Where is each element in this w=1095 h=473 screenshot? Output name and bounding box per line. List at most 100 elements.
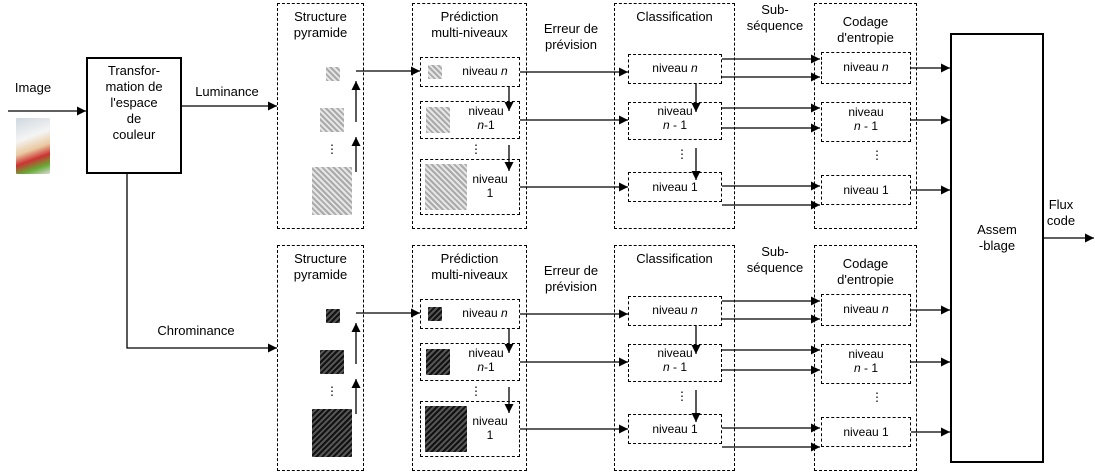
luma-subseq-label-line-0: Sub- bbox=[761, 2, 789, 17]
chroma-pred-thumb-1 bbox=[425, 406, 467, 452]
chroma-pyramid-title-line-1: pyramide bbox=[293, 267, 348, 282]
luma-coding-box bbox=[814, 3, 917, 229]
chroma-classification-title-line-0: Classification bbox=[636, 251, 713, 266]
assembly-label: Assem-blage bbox=[950, 222, 1044, 254]
chroma-class-level-n1 bbox=[628, 344, 722, 382]
chroma-subseq-label: Sub-séquence bbox=[734, 244, 816, 276]
luma-classification-title-line-0: Classification bbox=[636, 9, 713, 24]
chroma-code-level-1 bbox=[821, 417, 911, 447]
chroma-coding-box bbox=[814, 245, 917, 471]
luma-prediction-title-line-0: Prédiction bbox=[440, 9, 499, 24]
output-label-line-1: code bbox=[1046, 213, 1076, 228]
luma-pred-label-n: niveau n bbox=[462, 64, 508, 78]
luma-code-label-1: niveau 1 bbox=[843, 183, 889, 197]
luma-classification-title: Classification bbox=[614, 9, 735, 25]
chroma-code-ellipsis: ⋮ bbox=[871, 390, 883, 404]
luma-pred-level-n bbox=[420, 57, 520, 87]
chroma-coding-title-line-1: d'entropie bbox=[837, 272, 894, 287]
chroma-subseq-label-line-0: Sub- bbox=[761, 244, 789, 259]
luma-prediction-box bbox=[412, 3, 527, 229]
luma-code-level-1 bbox=[821, 175, 911, 205]
luma-code-level-n bbox=[821, 52, 911, 84]
chroma-pred-level-n bbox=[420, 299, 520, 329]
transform-label-line-1: mation de bbox=[105, 79, 163, 94]
luma-coding-title-line-0: Codage bbox=[842, 14, 889, 29]
chroma-pred-thumb-n bbox=[428, 307, 442, 321]
assembly-box bbox=[950, 33, 1044, 463]
luminance-label: Luminance bbox=[184, 84, 270, 100]
input-image-thumbnail bbox=[16, 118, 50, 174]
luma-pyramid-box bbox=[277, 3, 364, 229]
assembly-label-line-1: -blage bbox=[978, 238, 1016, 253]
luma-error-label-line-1: prévision bbox=[544, 37, 598, 52]
output-label-line-0: Flux bbox=[1048, 197, 1074, 212]
transform-box bbox=[86, 57, 182, 174]
chroma-pyr-ellipsis: ⋮ bbox=[326, 384, 338, 398]
luma-coding-title-line-1: d'entropie bbox=[837, 30, 894, 45]
chroma-coding-title-line-0: Codage bbox=[842, 256, 889, 271]
chroma-code-label-n: niveau n bbox=[843, 302, 889, 316]
luma-pred-thumb-n bbox=[428, 65, 442, 79]
chroma-error-label-line-0: Erreur de bbox=[543, 263, 599, 278]
chroma-pyr-thumb-1 bbox=[312, 409, 352, 457]
luma-pyr-thumb-n bbox=[326, 67, 340, 81]
luma-class-label-1: niveau 1 bbox=[652, 180, 698, 194]
luma-classification-box bbox=[614, 3, 735, 229]
chroma-class-ellipsis: ⋮ bbox=[676, 389, 688, 403]
chroma-class-label-1: niveau 1 bbox=[652, 422, 698, 436]
luma-class-ellipsis: ⋮ bbox=[676, 147, 688, 161]
luminance-label-line-0: Luminance bbox=[195, 84, 259, 99]
luma-pyr-ellipsis: ⋮ bbox=[326, 142, 338, 156]
luma-pred-level-n1 bbox=[420, 101, 520, 139]
luma-pred-level-1 bbox=[420, 159, 520, 215]
input-label: Image bbox=[8, 80, 58, 96]
transform-label-line-2: l'espace bbox=[110, 95, 158, 110]
luma-pyramid-title-line-0: Structure bbox=[294, 9, 347, 24]
chroma-pyramid-box bbox=[277, 245, 364, 471]
chroma-subseq-label-line-1: séquence bbox=[746, 260, 804, 275]
luma-code-label-n: niveau n bbox=[843, 60, 889, 74]
arrow-chrominance bbox=[126, 174, 277, 353]
luma-class-level-1 bbox=[628, 172, 722, 202]
assembly-label-line-0: Assem bbox=[977, 222, 1017, 237]
luma-pyramid-title-line-1: pyramide bbox=[293, 25, 348, 40]
transform-label-line-3: de bbox=[126, 111, 142, 126]
chroma-pyr-thumb-n bbox=[326, 309, 340, 323]
luma-code-level-n1 bbox=[821, 102, 911, 142]
luma-class-label-n: niveau n bbox=[652, 61, 698, 75]
chroma-pred-thumb-n1 bbox=[426, 349, 450, 375]
chroma-class-level-1 bbox=[628, 414, 722, 444]
luma-subseq-label-line-1: séquence bbox=[746, 18, 804, 33]
chroma-code-label-1: niveau 1 bbox=[843, 425, 889, 439]
chroma-classification-title: Classification bbox=[614, 251, 735, 267]
luma-subseq-label: Sub-séquence bbox=[734, 2, 816, 34]
chrominance-label: Chrominance bbox=[146, 323, 246, 339]
chroma-classification-box bbox=[614, 245, 735, 471]
chroma-pyramid-title-line-0: Structure bbox=[294, 251, 347, 266]
chroma-code-level-n1 bbox=[821, 344, 911, 384]
chroma-prediction-title-line-0: Prédiction bbox=[440, 251, 499, 266]
chroma-prediction-title-line-1: multi-niveaux bbox=[431, 267, 508, 282]
luma-code-ellipsis: ⋮ bbox=[871, 148, 883, 162]
chroma-pyr-thumb-n1 bbox=[320, 350, 344, 374]
luma-class-level-n1 bbox=[628, 102, 722, 140]
chroma-pred-ellipsis: ⋮ bbox=[470, 384, 482, 398]
transform-label-line-4: couleur bbox=[112, 127, 156, 142]
